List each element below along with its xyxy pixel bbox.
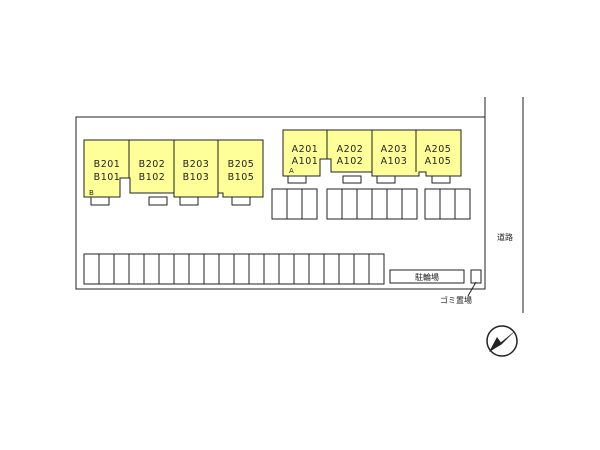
parking-stall xyxy=(338,253,355,285)
unit-label-b-lower: B101 xyxy=(94,172,121,183)
parking-stall xyxy=(233,253,250,285)
b-porch-4 xyxy=(231,196,251,206)
parking-stall xyxy=(386,188,403,220)
parking-stall xyxy=(323,253,340,285)
parking-stall xyxy=(439,188,456,220)
parking-stall xyxy=(454,188,471,220)
parking-stall xyxy=(158,253,175,285)
parking-stall xyxy=(293,253,310,285)
unit-label-b-lower: B102 xyxy=(139,172,166,183)
parking-stall xyxy=(113,253,130,285)
unit-label-a-upper: A202 xyxy=(337,144,364,155)
bicycle-parking-area xyxy=(389,269,465,284)
parking-stall xyxy=(143,253,160,285)
parking-stall xyxy=(341,188,358,220)
unit-label-a-lower: A102 xyxy=(337,156,364,167)
parking-stall xyxy=(98,253,115,285)
unit-label-b-upper: B202 xyxy=(139,159,166,170)
building-b: B xyxy=(83,139,264,206)
unit-label-b-upper: B205 xyxy=(228,159,255,170)
unit-label-a-lower: A103 xyxy=(381,156,408,167)
parking-stall xyxy=(248,253,265,285)
parking-stall xyxy=(371,188,388,220)
unit-label-b-lower: B105 xyxy=(228,172,255,183)
unit-label-b-upper: B201 xyxy=(94,159,121,170)
parking-stall xyxy=(83,253,100,285)
b-porch-2 xyxy=(148,196,168,206)
parking-stall xyxy=(326,188,343,220)
garbage-leader-line xyxy=(467,281,477,297)
parking-stall xyxy=(356,188,373,220)
parking-stall xyxy=(424,188,441,220)
parking-stall xyxy=(368,253,385,285)
a-porch-3 xyxy=(376,175,396,184)
unit-label-b-lower: B103 xyxy=(183,172,210,183)
building-a-tag: A xyxy=(289,167,294,175)
parking-stall xyxy=(286,188,303,220)
building-b-tag: B xyxy=(89,189,94,197)
unit-label-a-upper: A203 xyxy=(381,144,408,155)
garbage-area xyxy=(470,269,482,284)
parking-stall xyxy=(301,188,318,220)
parking-stall xyxy=(203,253,220,285)
parking-stall xyxy=(271,188,288,220)
a-porch-1 xyxy=(287,175,307,184)
parking-stall xyxy=(308,253,325,285)
parking-stall xyxy=(278,253,295,285)
unit-label-a-lower: A105 xyxy=(425,156,452,167)
unit-label-a-upper: A201 xyxy=(292,144,319,155)
parking-stall xyxy=(263,253,280,285)
unit-label-a-upper: A205 xyxy=(425,144,452,155)
building-a: A xyxy=(282,129,462,184)
north-arrow-icon xyxy=(486,325,518,357)
a-porch-2 xyxy=(342,175,362,184)
parking-stall xyxy=(353,253,370,285)
garbage-label: ゴミ置場 xyxy=(440,295,472,305)
parking-stall xyxy=(401,188,418,220)
parking-stalls xyxy=(83,188,471,285)
unit-label-b-upper: B203 xyxy=(183,159,210,170)
parking-stall xyxy=(173,253,190,285)
a-porch-4 xyxy=(431,175,451,184)
parking-stall xyxy=(188,253,205,285)
unit-label-a-lower: A101 xyxy=(292,156,319,167)
bicycle-parking-label: 駐輪場 xyxy=(415,272,439,282)
road-label: 道路 xyxy=(497,232,513,242)
parking-stall xyxy=(128,253,145,285)
b-porch-3 xyxy=(179,196,199,206)
parking-stall xyxy=(218,253,235,285)
b-porch-1 xyxy=(90,196,110,206)
